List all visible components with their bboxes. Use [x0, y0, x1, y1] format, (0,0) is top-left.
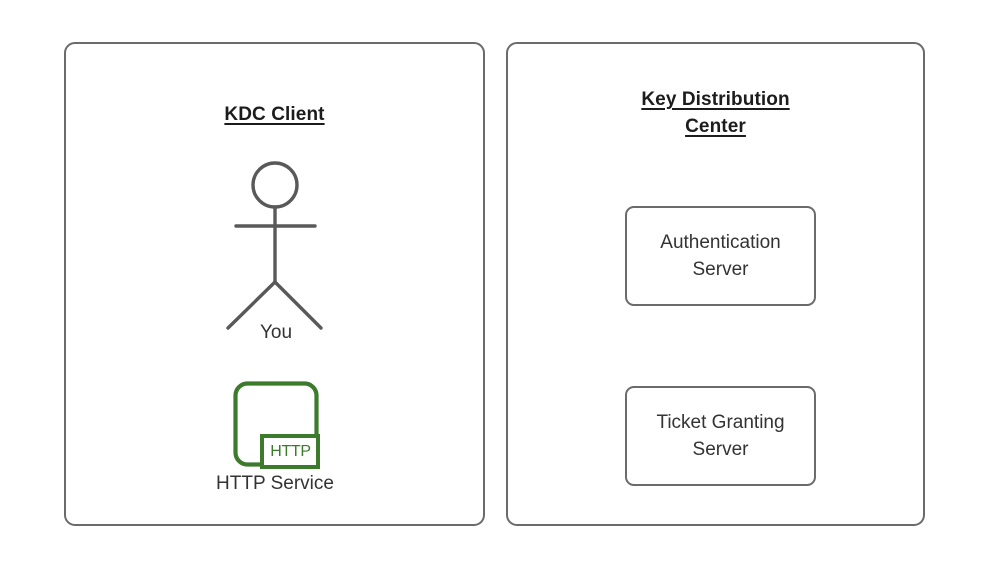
authentication-server-label-line-1: Authentication [660, 232, 781, 253]
ticket-granting-server-label: Ticket Granting Server [646, 409, 794, 463]
ticket-granting-server-label-line-2: Server [692, 439, 749, 460]
stick-figure-label: You [259, 322, 293, 343]
http-badge-label: HTTP [270, 443, 311, 460]
stick-figure-leg-left [226, 280, 277, 330]
panel-kdc-title-line-1: Key Distribution [641, 89, 790, 110]
stick-figure-head [251, 161, 299, 209]
http-service-icon [230, 378, 322, 470]
authentication-server-box: Authentication Server [625, 206, 816, 306]
authentication-server-label-line-2: Server [692, 259, 749, 280]
http-service-label: HTTP Service [216, 473, 334, 494]
stick-figure-you-icon [216, 158, 336, 338]
panel-key-distribution-center-title: Key Distribution Center [506, 86, 925, 140]
panel-kdc-client-title-line-1: KDC Client [224, 104, 325, 125]
stick-figure-leg-right [273, 280, 323, 330]
http-badge-outline [260, 434, 320, 469]
panel-kdc-client-title: KDC Client [64, 101, 485, 128]
panel-kdc-title-line-2: Center [685, 116, 746, 137]
ticket-granting-server-label-line-1: Ticket Granting [656, 412, 785, 433]
ticket-granting-server-box: Ticket Granting Server [625, 386, 816, 486]
authentication-server-label: Authentication Server [650, 229, 790, 283]
